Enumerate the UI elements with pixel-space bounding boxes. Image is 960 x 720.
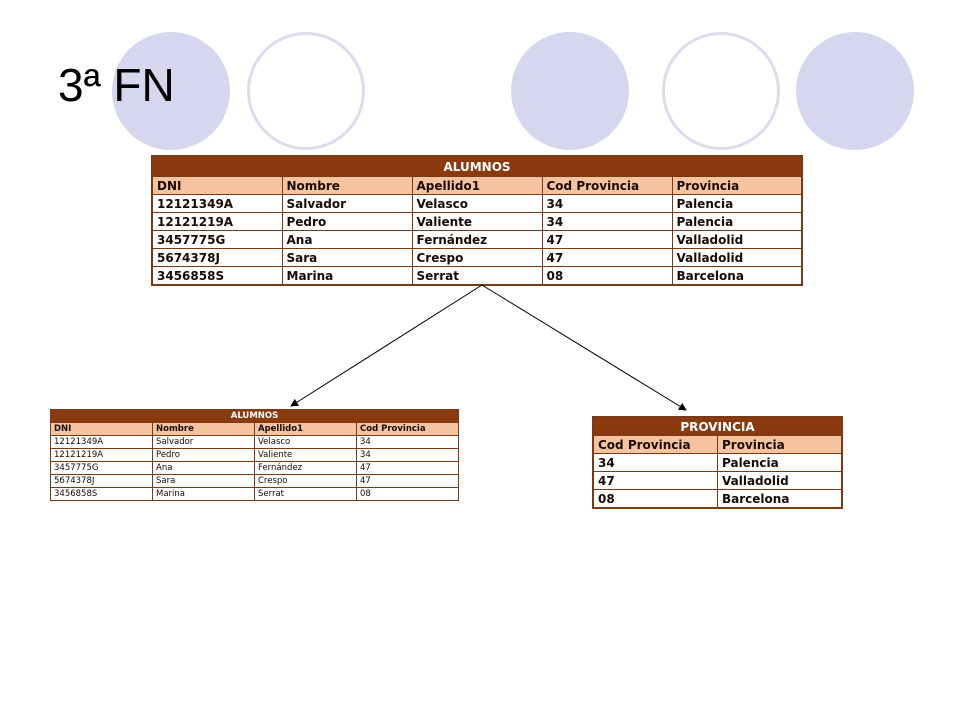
- table-cell: 47: [356, 461, 459, 475]
- table-cell: 34: [592, 453, 718, 472]
- table-row: 3456858S Marina Serrat 08 Barcelona: [151, 266, 803, 286]
- table-cell: Salvador: [281, 194, 413, 213]
- table-cell: 08: [356, 487, 459, 501]
- table-cell: 47: [592, 471, 718, 490]
- table-caption: ALUMNOS: [151, 155, 803, 177]
- column-header: Nombre: [281, 176, 413, 195]
- table-cell: Pedro: [152, 448, 255, 462]
- table-cell: Velasco: [254, 435, 357, 449]
- table-cell: 3457775G: [50, 461, 153, 475]
- table-row: 12121219A Pedro Valiente 34 Palencia: [151, 212, 803, 231]
- column-header: Provincia: [671, 176, 803, 195]
- column-header: Apellido1: [254, 422, 357, 436]
- arrow-to-provincia: [481, 284, 687, 411]
- table-cell: 12121349A: [50, 435, 153, 449]
- table-cell: Barcelona: [717, 489, 843, 509]
- slide-title: 3ª FN: [58, 59, 175, 111]
- table-row: 08 Barcelona: [592, 489, 843, 509]
- table-cell: Serrat: [411, 266, 543, 286]
- table-cell: Ana: [152, 461, 255, 475]
- table-cell: 3456858S: [50, 487, 153, 501]
- alumnos-full-table: ALUMNOS DNI Nombre Apellido1 Cod Provinc…: [151, 155, 803, 286]
- table-row: 47 Valladolid: [592, 471, 843, 490]
- table-header-row: DNI Nombre Apellido1 Cod Provincia Provi…: [151, 176, 803, 195]
- table-row: 3456858S Marina Serrat 08: [50, 487, 459, 501]
- decorative-circle-3: [796, 32, 914, 150]
- column-header: DNI: [50, 422, 153, 436]
- table-cell: Sara: [281, 248, 413, 267]
- table-cell: Valladolid: [717, 471, 843, 490]
- column-header: DNI: [151, 176, 283, 195]
- decorative-circle-2: [511, 32, 629, 150]
- column-header: Apellido1: [411, 176, 543, 195]
- table-row: 12121349A Salvador Velasco 34 Palencia: [151, 194, 803, 213]
- column-header: Cod Provincia: [356, 422, 459, 436]
- table-cell: Sara: [152, 474, 255, 488]
- provincia-table: PROVINCIA Cod Provincia Provincia 34 Pal…: [592, 416, 843, 509]
- table-cell: 47: [356, 474, 459, 488]
- table-cell: 34: [356, 435, 459, 449]
- table-row: 34 Palencia: [592, 453, 843, 472]
- table-cell: Crespo: [254, 474, 357, 488]
- table-cell: 5674378J: [50, 474, 153, 488]
- decorative-ring-1: [247, 32, 365, 150]
- table-row: 5674378J Sara Crespo 47: [50, 474, 459, 488]
- table-row: 3457775G Ana Fernández 47: [50, 461, 459, 475]
- table-cell: 3456858S: [151, 266, 283, 286]
- table-cell: Barcelona: [671, 266, 803, 286]
- column-header: Cod Provincia: [541, 176, 673, 195]
- decorative-circle-1: [112, 32, 230, 150]
- table-cell: Valladolid: [671, 248, 803, 267]
- table-row: 5674378J Sara Crespo 47 Valladolid: [151, 248, 803, 267]
- table-cell: 5674378J: [151, 248, 283, 267]
- table-cell: 08: [592, 489, 718, 509]
- table-row: 12121219A Pedro Valiente 34: [50, 448, 459, 462]
- table-header-row: DNI Nombre Apellido1 Cod Provincia: [50, 422, 459, 436]
- table-cell: Salvador: [152, 435, 255, 449]
- table-caption: ALUMNOS: [50, 409, 459, 423]
- table-cell: 12121219A: [151, 212, 283, 231]
- table-header-row: Cod Provincia Provincia: [592, 435, 843, 454]
- column-header: Provincia: [717, 435, 843, 454]
- alumnos-table: ALUMNOS DNI Nombre Apellido1 Cod Provinc…: [50, 409, 459, 501]
- column-header: Cod Provincia: [592, 435, 718, 454]
- table-cell: Serrat: [254, 487, 357, 501]
- arrow-to-alumnos: [290, 284, 483, 407]
- decorative-ring-2: [662, 32, 780, 150]
- table-caption: PROVINCIA: [592, 416, 843, 436]
- table-cell: 3457775G: [151, 230, 283, 249]
- column-header: Nombre: [152, 422, 255, 436]
- table-cell: 47: [541, 248, 673, 267]
- table-cell: Crespo: [411, 248, 543, 267]
- table-cell: Palencia: [717, 453, 843, 472]
- table-cell: 12121219A: [50, 448, 153, 462]
- table-cell: Fernández: [254, 461, 357, 475]
- table-row: 12121349A Salvador Velasco 34: [50, 435, 459, 449]
- table-cell: Marina: [152, 487, 255, 501]
- table-cell: Valiente: [254, 448, 357, 462]
- table-row: 3457775G Ana Fernández 47 Valladolid: [151, 230, 803, 249]
- table-cell: 34: [356, 448, 459, 462]
